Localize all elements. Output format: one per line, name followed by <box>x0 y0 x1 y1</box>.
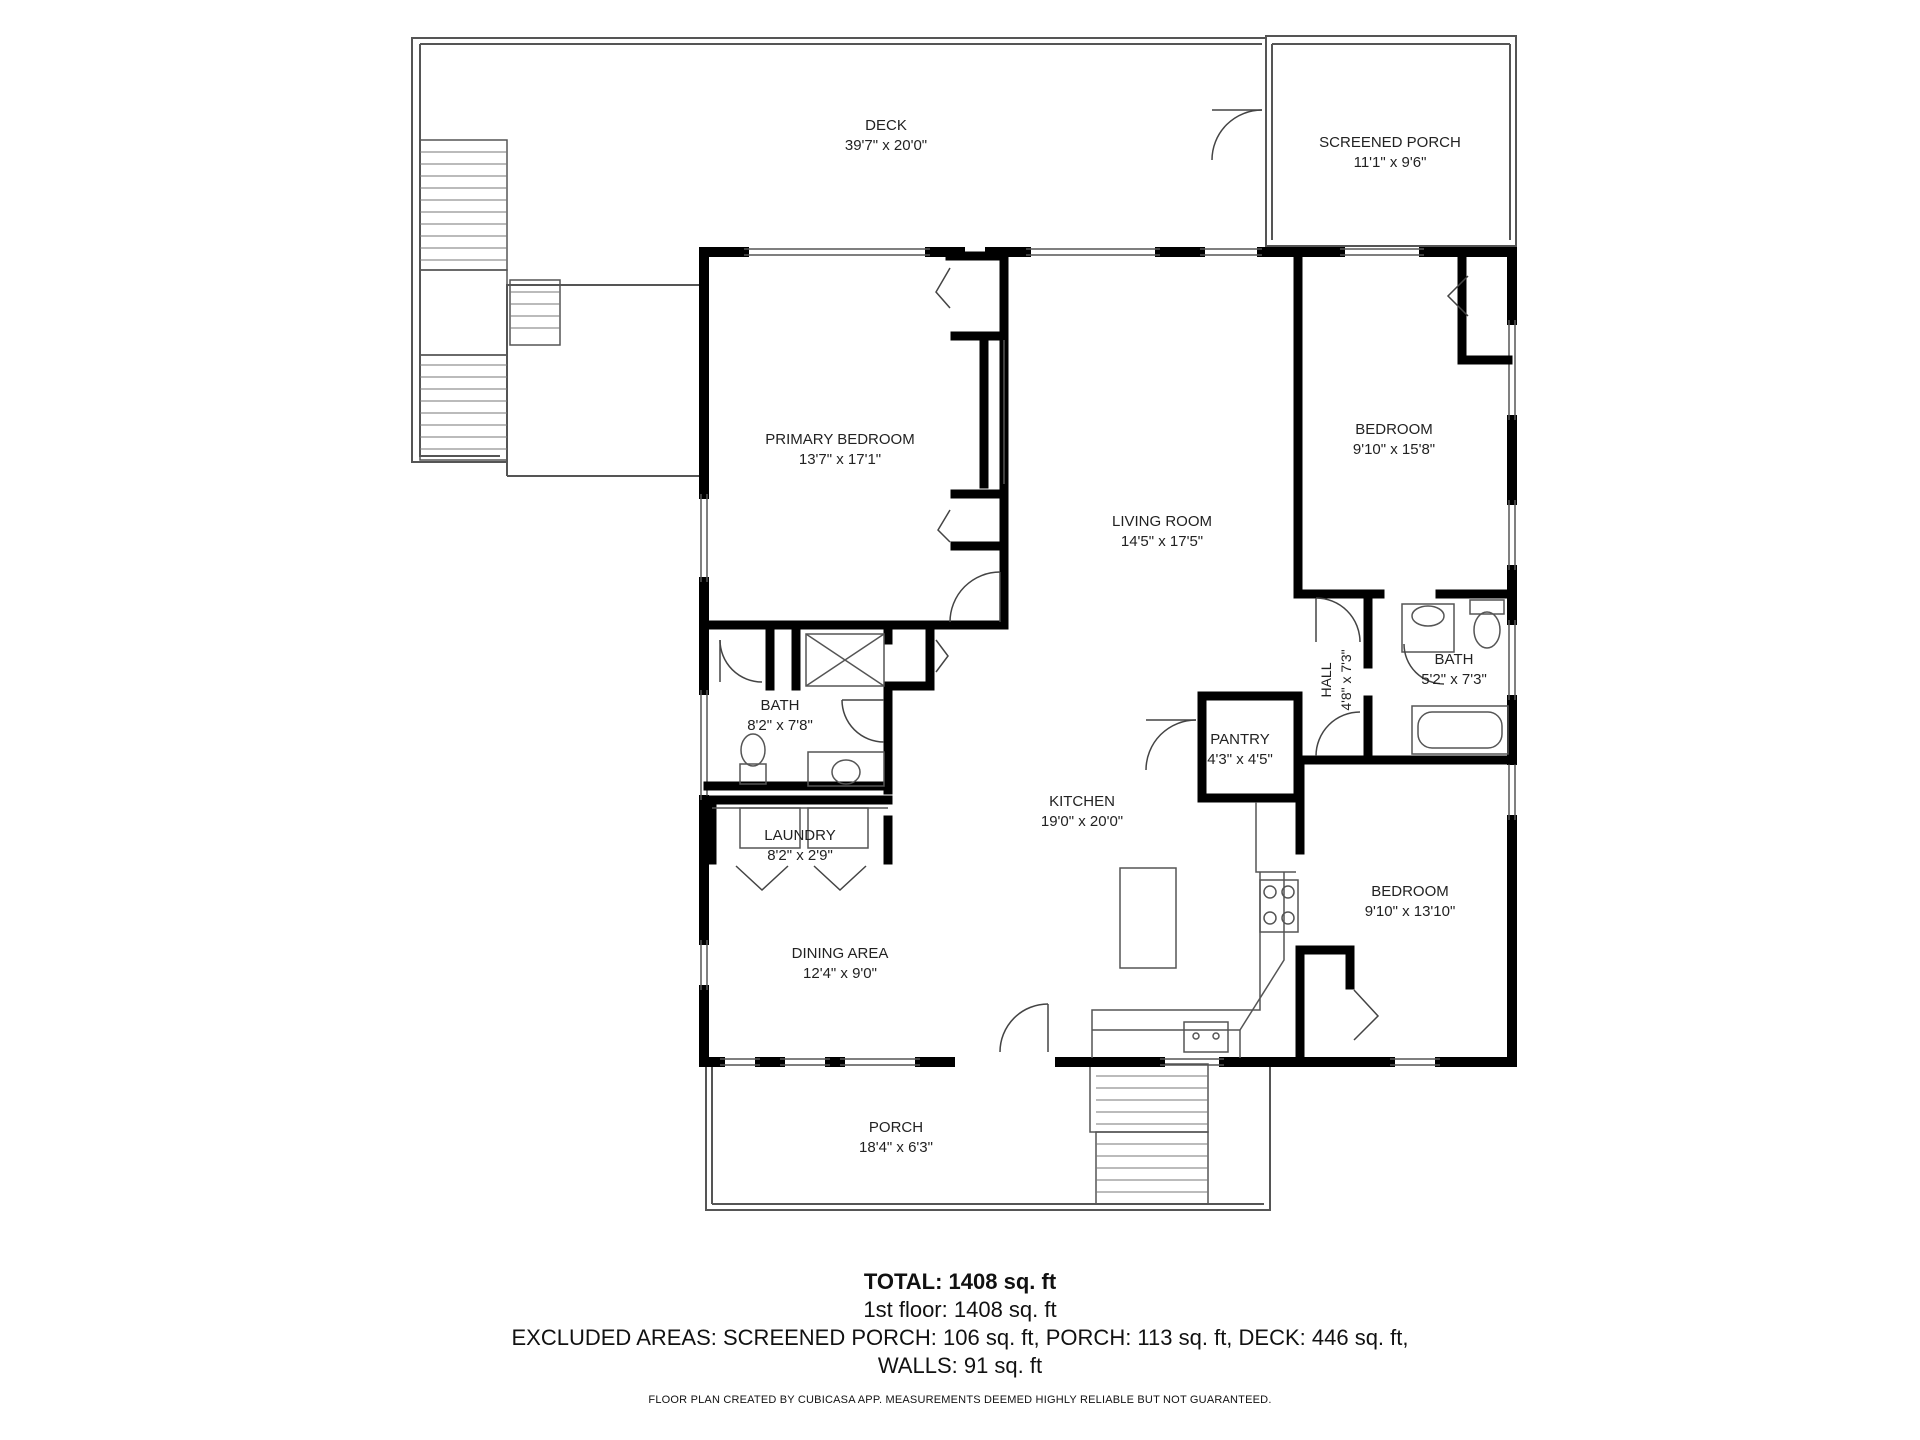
room-name: BATH <box>1435 651 1474 668</box>
room-name: PORCH <box>869 1119 923 1136</box>
room-size: 14'5" x 17'5" <box>1121 533 1203 550</box>
total-area: TOTAL: 1408 sq. ft <box>863 1269 1057 1294</box>
room-size: 39'7" x 20'0" <box>845 137 927 154</box>
room-size: 9'10" x 15'8" <box>1353 441 1435 458</box>
room-name: HALL <box>1318 662 1334 697</box>
room-size: 19'0" x 20'0" <box>1041 813 1123 830</box>
room-label-kitchen: KITCHEN 19'0" x 20'0" <box>1041 793 1123 830</box>
room-size: 4'8" x 7'3" <box>1338 649 1354 710</box>
room-label-primary-bedroom: PRIMARY BEDROOM 13'7" x 17'1" <box>765 431 914 468</box>
area-summary: TOTAL: 1408 sq. ft 1st floor: 1408 sq. f… <box>0 1268 1920 1406</box>
front-stair-treads <box>1096 1075 1208 1193</box>
deck-stairs <box>419 139 561 461</box>
deck-outline <box>411 37 1266 477</box>
room-name: DECK <box>865 117 907 134</box>
room-label-bedroom-se: BEDROOM 9'10" x 13'10" <box>1365 883 1456 920</box>
room-size: 8'2" x 2'9" <box>767 847 833 864</box>
room-size: 8'2" x 7'8" <box>747 717 813 734</box>
room-label-living-room: LIVING ROOM 14'5" x 17'5" <box>1112 513 1212 550</box>
excluded-areas: EXCLUDED AREAS: SCREENED PORCH: 106 sq. … <box>511 1325 1409 1350</box>
room-label-bath-west: BATH 8'2" x 7'8" <box>747 697 813 734</box>
room-size: 18'4" x 6'3" <box>859 1139 933 1156</box>
room-name: BEDROOM <box>1371 883 1449 900</box>
screened-porch-outline <box>1265 35 1517 247</box>
room-name: BATH <box>761 697 800 714</box>
floor-plan: DECK 39'7" x 20'0" SCREENED PORCH 11'1" … <box>411 35 1517 1211</box>
door-swings <box>719 109 1469 1053</box>
room-name: LIVING ROOM <box>1112 513 1212 530</box>
interior-walls <box>703 247 1517 1063</box>
disclaimer: FLOOR PLAN CREATED BY CUBICASA APP. MEAS… <box>648 1394 1272 1406</box>
walls-area: WALLS: 91 sq. ft <box>877 1353 1043 1378</box>
front-stairs <box>1089 1063 1209 1205</box>
room-name: PRIMARY BEDROOM <box>765 431 914 448</box>
room-name: KITCHEN <box>1049 793 1115 810</box>
room-size: 12'4" x 9'0" <box>803 965 877 982</box>
floor-area: 1st floor: 1408 sq. ft <box>863 1297 1057 1322</box>
room-label-deck: DECK 39'7" x 20'0" <box>845 117 927 154</box>
room-label-laundry: LAUNDRY 8'2" x 2'9" <box>764 827 835 864</box>
room-name: DINING AREA <box>792 945 889 962</box>
room-size: 11'1" x 9'6" <box>1354 154 1427 171</box>
porch-outline <box>705 1064 1271 1211</box>
exterior-walls <box>699 247 1517 1067</box>
room-name: PANTRY <box>1210 731 1269 748</box>
room-size: 9'10" x 13'10" <box>1365 903 1456 920</box>
room-label-bedroom-ne: BEDROOM 9'10" x 15'8" <box>1353 421 1435 458</box>
room-size: 4'3" x 4'5" <box>1207 751 1273 768</box>
room-label-screened-porch: SCREENED PORCH 11'1" x 9'6" <box>1319 134 1461 171</box>
room-label-porch: PORCH 18'4" x 6'3" <box>859 1119 933 1156</box>
deck-stair-treads <box>420 151 560 450</box>
room-size: 5'2" x 7'3" <box>1421 671 1487 688</box>
room-name: BEDROOM <box>1355 421 1433 438</box>
room-label-hall: HALL 4'8" x 7'3" <box>1318 649 1354 710</box>
room-label-pantry: PANTRY 4'3" x 4'5" <box>1207 731 1273 768</box>
room-name: SCREENED PORCH <box>1319 134 1461 151</box>
room-label-dining-area: DINING AREA 12'4" x 9'0" <box>792 945 889 982</box>
room-label-bath-east: BATH 5'2" x 7'3" <box>1421 651 1487 688</box>
room-name: LAUNDRY <box>764 827 835 844</box>
room-size: 13'7" x 17'1" <box>799 451 881 468</box>
windows <box>700 248 1516 1066</box>
fixtures <box>712 340 1509 1058</box>
